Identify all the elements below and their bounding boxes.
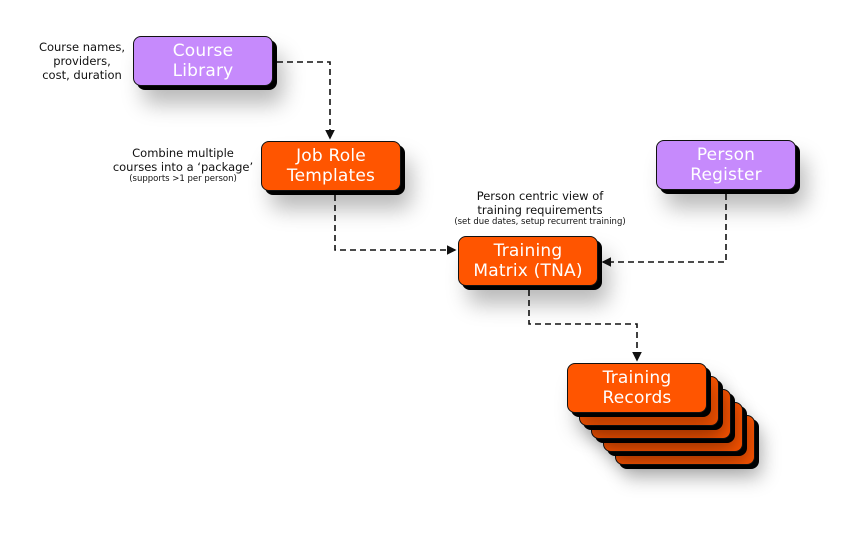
person-register-node[interactable]: Person Register <box>656 140 796 190</box>
training-matrix-node[interactable]: Training Matrix (TNA) <box>458 236 598 286</box>
connector-person-register-to-training-matrix <box>601 194 727 267</box>
connector-course-library-to-job-role <box>277 61 335 140</box>
training-matrix-annotation: Person centric view of training requirem… <box>454 189 626 227</box>
course-library-annotation: Course names, providers, cost, duration <box>38 40 126 82</box>
course-library-node[interactable]: Course Library <box>133 36 273 86</box>
training-records-node[interactable]: Training Records <box>567 363 707 413</box>
connector-training-matrix-to-training-records <box>528 290 642 362</box>
job-role-templates-annotation: Combine multiple courses into a ‘package… <box>112 146 254 184</box>
connector-job-role-to-training-matrix <box>334 195 457 255</box>
job-role-templates-node[interactable]: Job Role Templates <box>261 141 401 191</box>
